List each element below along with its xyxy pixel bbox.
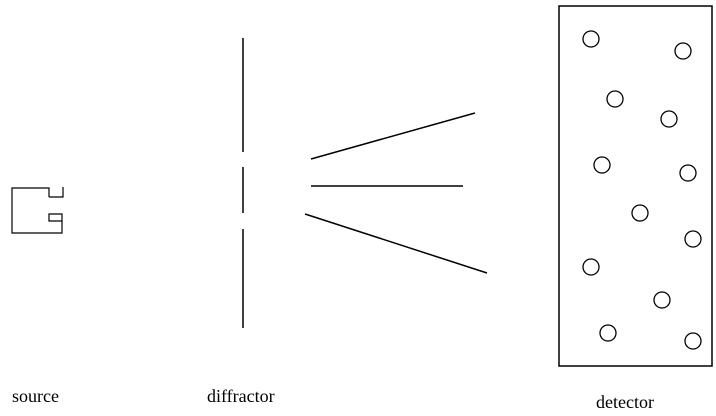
source-box-outline [11, 187, 63, 234]
diffracted-rays [304, 112, 488, 274]
detector-hit [593, 156, 611, 174]
detector-hit [684, 332, 702, 350]
ray-upper [310, 112, 476, 160]
detector-hit [660, 110, 678, 128]
source-slit-upper-edge [49, 187, 64, 198]
detector-hit [684, 230, 702, 248]
detector-hits [582, 30, 702, 350]
detector-hit [674, 42, 692, 60]
detector-hit [631, 204, 649, 222]
ray-lower [304, 213, 488, 274]
detector-hit [679, 164, 697, 182]
detector-hit [653, 291, 671, 309]
source-label: source [12, 386, 59, 406]
diffractor-label: diffractor [207, 386, 275, 406]
detector-hit [599, 324, 617, 342]
detector-screen [558, 5, 713, 367]
source-device [11, 187, 64, 234]
detector-hit [582, 258, 600, 276]
detector-hit [606, 90, 624, 108]
detector-hit [582, 30, 600, 48]
detector-label: detector [596, 392, 654, 412]
